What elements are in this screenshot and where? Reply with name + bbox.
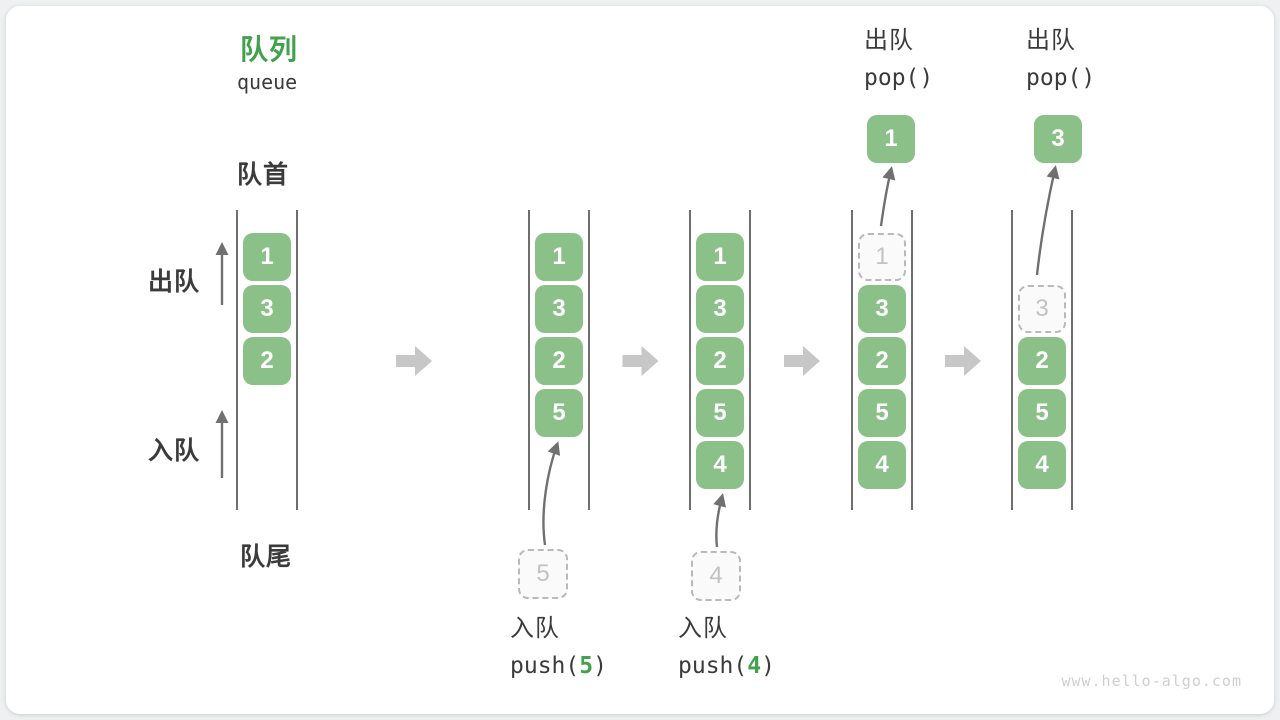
queue-cell: 4: [858, 441, 906, 489]
queue-cell: 2: [858, 337, 906, 385]
popped-value-box: 1: [867, 115, 915, 163]
next-step-arrow-icon: [622, 346, 659, 376]
diagram-title-en: queue: [237, 70, 298, 94]
queue-cell: 3: [243, 285, 291, 333]
queue-cell: 4: [696, 441, 744, 489]
label-enqueue: 入队: [148, 437, 201, 465]
label-queue-front: 队首: [237, 161, 290, 189]
push-label: 入队 push(5): [510, 614, 607, 681]
diagram-title-zh: 队列: [240, 34, 299, 65]
label-queue-rear: 队尾: [240, 543, 293, 571]
queue-cell: 5: [1018, 389, 1066, 437]
label-dequeue: 出队: [148, 268, 201, 296]
queue-cell-dashed: 1: [858, 233, 906, 281]
pop-label-code: pop(): [864, 65, 934, 91]
queue-cell: 3: [696, 285, 744, 333]
push-label: 入队 push(4): [678, 614, 775, 681]
pop-arrow-icon: [1035, 165, 1060, 276]
queue-cell: 3: [858, 285, 906, 333]
pop-label-zh: 出队: [864, 27, 914, 54]
pop-arrow-icon: [879, 166, 896, 227]
pop-label: 出队 pop(): [1026, 26, 1095, 93]
queue-cell: 3: [535, 285, 583, 333]
queue-cell-dashed: 3: [1018, 285, 1066, 333]
push-value-box: 4: [691, 551, 741, 601]
queue-cell: 1: [535, 233, 583, 281]
push-label-code: push(5): [510, 653, 607, 679]
pop-label-code: pop(): [1026, 65, 1096, 91]
queue-cell: 4: [1018, 441, 1066, 489]
push-arrow-icon: [713, 493, 726, 548]
push-arrow-icon: [542, 441, 561, 546]
next-step-arrow-icon: [396, 346, 432, 376]
watermark: www.hello-algo.com: [1061, 672, 1242, 690]
popped-value-box: 3: [1034, 115, 1082, 163]
push-label-zh: 入队: [510, 615, 560, 642]
push-value-box: 5: [518, 549, 568, 599]
queue-cell: 5: [858, 389, 906, 437]
queue-cell: 2: [243, 337, 291, 385]
next-step-arrow-icon: [784, 346, 820, 376]
next-step-arrow-icon: [945, 346, 981, 376]
push-label-zh: 入队: [678, 615, 728, 642]
queue-cell: 2: [1018, 337, 1066, 385]
pop-label-zh: 出队: [1026, 27, 1076, 54]
queue-cell: 2: [535, 337, 583, 385]
queue-cell: 5: [696, 389, 744, 437]
push-label-code: push(4): [678, 653, 775, 679]
queue-cell: 2: [696, 337, 744, 385]
queue-cell: 5: [535, 389, 583, 437]
pop-label: 出队 pop(): [864, 26, 933, 93]
queue-cell: 1: [243, 233, 291, 281]
queue-cell: 1: [696, 233, 744, 281]
